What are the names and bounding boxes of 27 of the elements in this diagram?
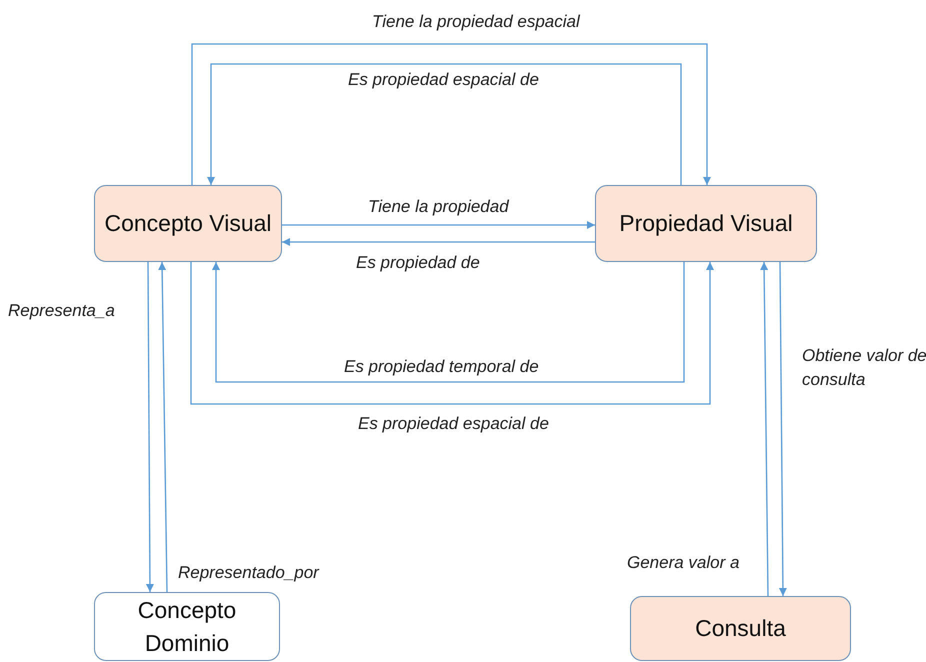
arrow xyxy=(190,262,714,405)
edge-label: Es propiedad de xyxy=(356,253,480,273)
edge-label: Es propiedad espacial de xyxy=(348,70,539,90)
edge-label: Es propiedad espacial de xyxy=(358,414,549,434)
arrow xyxy=(282,238,595,246)
node-label: Concepto Visual xyxy=(104,209,272,238)
arrow xyxy=(282,221,595,229)
edge-label: Representado_por xyxy=(178,563,319,583)
concept-box xyxy=(630,596,851,661)
arrow xyxy=(191,43,711,185)
edge-label: Es propiedad temporal de xyxy=(344,357,539,377)
concept-box xyxy=(94,185,282,262)
node-label: Concepto Dominio xyxy=(136,596,238,658)
concept-box xyxy=(94,592,280,661)
edge-label: Tiene la propiedad xyxy=(368,197,509,217)
edge-label: Representa_a xyxy=(8,301,115,321)
arrow xyxy=(207,63,682,185)
node-label: Consulta xyxy=(695,614,786,643)
edge-label: Tiene la propiedad espacial xyxy=(372,12,580,32)
node-label: Propiedad Visual xyxy=(619,209,793,238)
arrow xyxy=(212,262,685,383)
arrow xyxy=(146,262,154,592)
concept-box xyxy=(595,185,817,262)
arrow xyxy=(760,262,769,596)
arrow xyxy=(158,262,168,592)
edge-label: Obtiene valor de consulta xyxy=(802,345,926,391)
arrow xyxy=(778,262,787,596)
